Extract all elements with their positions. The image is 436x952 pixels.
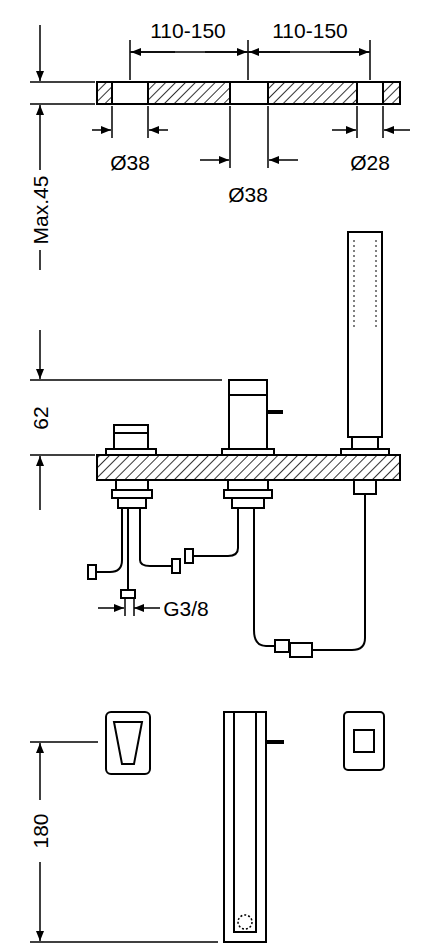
dimension-label: G3/8 xyxy=(161,598,211,619)
dimension-label: 110-150 xyxy=(148,20,228,41)
dimension-label: 62 xyxy=(30,404,51,431)
dimension-label: Max.45 xyxy=(30,174,51,247)
dimension-label: Ø38 xyxy=(108,152,152,173)
dimension-label: 110-150 xyxy=(270,20,350,41)
dimension-label: Ø28 xyxy=(348,152,392,173)
dimension-label: 180 xyxy=(30,811,51,850)
dimension-label: Ø38 xyxy=(226,184,270,205)
